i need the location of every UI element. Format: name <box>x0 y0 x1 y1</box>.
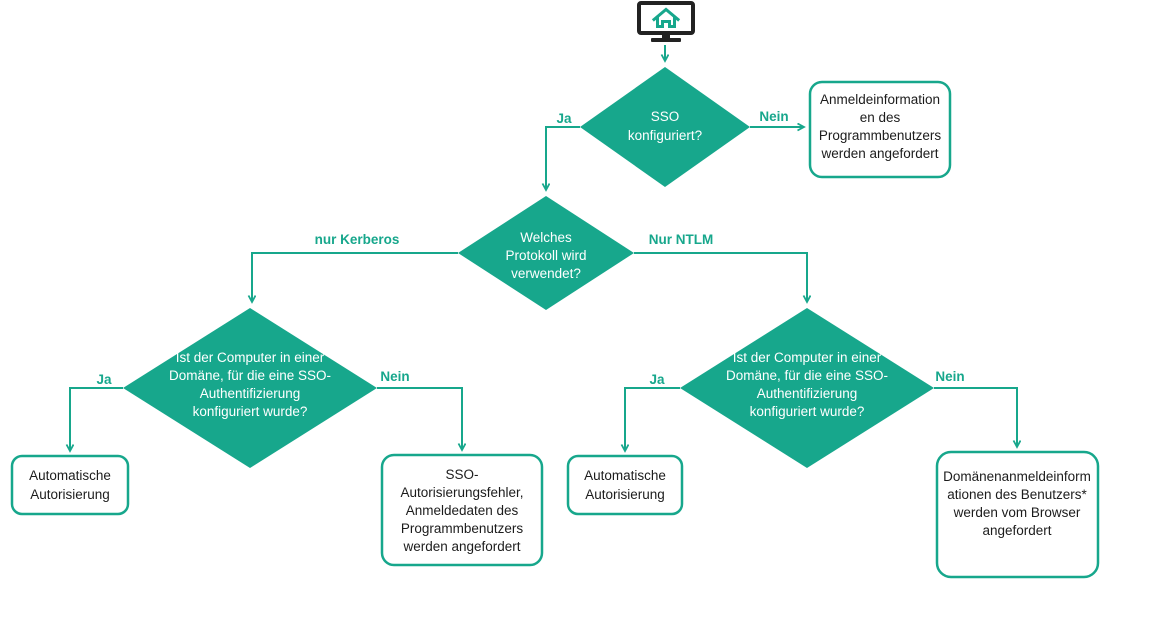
decision-protocol-line2: Protokoll wird <box>505 248 586 263</box>
edge-label-kerb-nein: Nein <box>380 369 409 384</box>
result-auto-auth-left-line1: Automatische <box>29 468 111 483</box>
decision-welches-protokoll: Welches Protokoll wird verwendet? <box>458 196 634 310</box>
decision-ntlm-domain-line4: konfiguriert wurde? <box>750 404 865 419</box>
result-program-user-credentials-box <box>808 80 952 179</box>
decision-ntlm-domain-line1: Ist der Computer in einer <box>733 350 882 365</box>
decision-protocol-shape <box>458 196 634 310</box>
result-sso-auth-error-line4: Programmbenutzers <box>401 521 524 536</box>
edge-label-sso-ja: Ja <box>556 111 572 126</box>
edge-label-sso-nein: Nein <box>759 109 788 124</box>
result-sso-auth-error-line1: SSO- <box>445 467 478 482</box>
result-auto-auth-right: Automatische Autorisierung <box>566 454 684 516</box>
decision-ntlm-domain-line3: Authentifizierung <box>757 386 858 401</box>
result-auto-auth-right-line2: Autorisierung <box>585 487 665 502</box>
edge-sso-ja <box>546 126 580 190</box>
result-auto-auth-left-line2: Autorisierung <box>30 487 110 502</box>
edge-label-nur-ntlm: Nur NTLM <box>649 232 714 247</box>
edge-label-kerb-ja: Ja <box>96 372 112 387</box>
result-program-user-credentials-line4: werden angefordert <box>820 146 938 161</box>
result-domain-credentials-browser-line1: Domänenanmeldeinform <box>943 469 1091 484</box>
decision-ntlm-domain-line2: Domäne, für die eine SSO- <box>726 368 888 383</box>
decision-kerb-domain-shape <box>123 308 377 468</box>
edge-protocol-ntlm <box>634 252 807 302</box>
decision-kerb-domain-line4: konfiguriert wurde? <box>193 404 308 419</box>
result-domain-credentials-browser-line4: angefordert <box>982 523 1051 538</box>
edge-label-ntlm-nein: Nein <box>935 369 964 384</box>
result-sso-auth-error-line5: werden angefordert <box>402 539 520 554</box>
result-domain-credentials-browser-line3: werden vom Browser <box>953 505 1081 520</box>
decision-ntlm-domain-shape <box>680 308 934 468</box>
result-auto-auth-left-box <box>10 454 130 516</box>
result-program-user-credentials: Anmeldeinformation en des Programmbenutz… <box>808 80 952 179</box>
decision-kerb-domain-line2: Domäne, für die eine SSO- <box>169 368 331 383</box>
result-program-user-credentials-line2: en des <box>860 110 901 125</box>
decision-sso-konfiguriert: SSO konfiguriert? <box>580 67 750 187</box>
edge-kerb-ja <box>70 387 123 451</box>
result-domain-credentials-browser-line2: ationen des Benutzers* <box>947 487 1087 502</box>
start-monitor-home-icon <box>637 1 695 42</box>
decision-ntlm-domaene: Ist der Computer in einer Domäne, für di… <box>680 308 934 468</box>
result-sso-auth-error-line2: Autorisierungsfehler, <box>400 485 523 500</box>
result-sso-auth-error-box <box>380 453 544 567</box>
decision-kerb-domain-line1: Ist der Computer in einer <box>176 350 325 365</box>
monitor-base <box>651 38 681 42</box>
result-program-user-credentials-line1: Anmeldeinformation <box>820 92 940 107</box>
edge-label-nur-kerberos: nur Kerberos <box>315 232 400 247</box>
decision-sso-line2: konfiguriert? <box>628 128 702 143</box>
edge-ntlm-nein <box>934 387 1017 447</box>
monitor-screen <box>637 1 695 35</box>
result-sso-auth-error: SSO- Autorisierungsfehler, Anmeldedaten … <box>380 453 544 567</box>
result-auto-auth-right-line1: Automatische <box>584 468 666 483</box>
decision-sso-shape <box>580 67 750 187</box>
result-domain-credentials-browser: Domänenanmeldeinform ationen des Benutze… <box>935 450 1100 579</box>
result-program-user-credentials-line3: Programmbenutzers <box>819 128 942 143</box>
decision-sso-line1: SSO <box>651 109 680 124</box>
result-sso-auth-error-line3: Anmeldedaten des <box>406 503 519 518</box>
edge-ntlm-ja <box>625 387 680 451</box>
decision-protocol-line3: verwendet? <box>511 266 581 281</box>
edge-kerb-nein <box>377 387 462 450</box>
home-icon <box>651 7 681 22</box>
edge-protocol-kerberos <box>252 252 458 302</box>
result-auto-auth-left: Automatische Autorisierung <box>10 454 130 516</box>
result-domain-credentials-browser-box <box>935 450 1100 579</box>
home-icon-body <box>656 16 676 28</box>
decision-protocol-line1: Welches <box>520 230 572 245</box>
edge-label-ntlm-ja: Ja <box>649 372 665 387</box>
monitor-neck <box>662 33 670 38</box>
decision-kerb-domain-line3: Authentifizierung <box>200 386 301 401</box>
result-auto-auth-right-box <box>566 454 684 516</box>
decision-kerberos-domaene: Ist der Computer in einer Domäne, für di… <box>123 308 377 468</box>
